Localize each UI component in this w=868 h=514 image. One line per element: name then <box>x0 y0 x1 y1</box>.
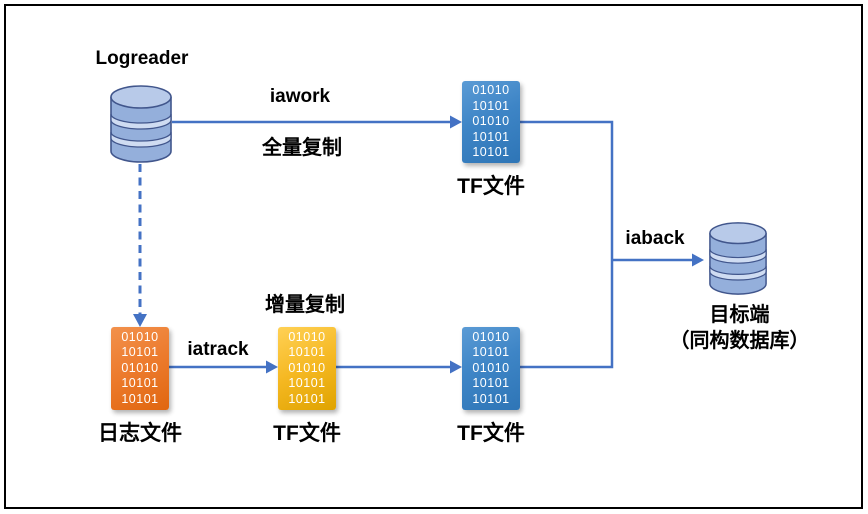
tf-to-target-connector <box>520 120 614 369</box>
incremental-arrowhead-icon <box>450 360 462 374</box>
target-label-line2: （同构数据库） <box>669 330 810 352</box>
binary-text: 01010 10101 01010 10101 10101 <box>472 83 510 160</box>
iawork-label: iawork <box>269 86 331 107</box>
iatrack-arrowhead-icon <box>266 360 278 374</box>
target-label-line1: 目标端 <box>709 304 770 326</box>
binary-text: 01010 10101 01010 10101 10101 <box>121 329 159 406</box>
tf-file-incremental-label: TF文件 <box>273 422 341 445</box>
tf-file-incremental-box: 01010 10101 01010 10101 10101 <box>278 327 336 410</box>
iawork-arrowhead-icon <box>450 115 462 129</box>
incremental-replication-label: 增量复制 <box>265 294 345 316</box>
log-file-box: 01010 10101 01010 10101 10101 <box>111 327 169 410</box>
diagram-frame-border <box>4 4 863 509</box>
target-database-icon <box>709 222 767 295</box>
tf-file-full-label: TF文件 <box>457 175 525 198</box>
tf-file-merged-label: TF文件 <box>457 422 525 445</box>
binary-text: 01010 10101 01010 10101 10101 <box>472 329 510 406</box>
iaback-arrowhead-icon <box>692 253 704 267</box>
dashed-log-arrowhead-icon <box>133 314 147 327</box>
full-replication-label: 全量复制 <box>262 137 342 159</box>
source-database-icon <box>110 85 172 163</box>
binary-text: 01010 10101 01010 10101 10101 <box>288 329 326 406</box>
iaback-label: iaback <box>625 228 685 249</box>
tf-file-full-box: 01010 10101 01010 10101 10101 <box>462 81 520 163</box>
logreader-label: Logreader <box>95 48 189 69</box>
target-label: 目标端 （同构数据库） <box>642 302 837 354</box>
tf-file-merged-box: 01010 10101 01010 10101 10101 <box>462 327 520 410</box>
iatrack-label: iatrack <box>187 339 249 360</box>
log-file-label: 日志文件 <box>98 422 182 445</box>
